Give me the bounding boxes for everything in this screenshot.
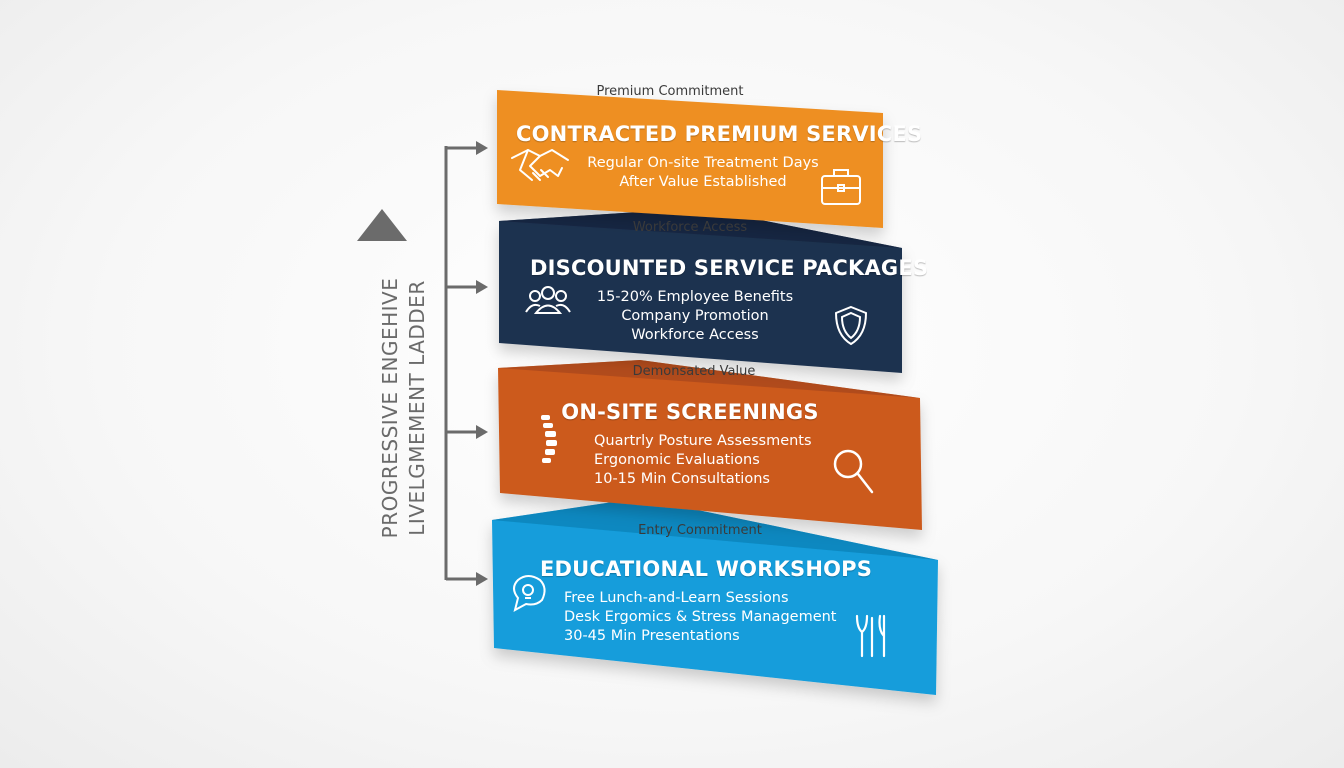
tier-2-line-2: Company Promotion <box>621 308 769 324</box>
spine-icon <box>541 415 557 463</box>
tier-4-line-1: Free Lunch-and-Learn Sessions <box>564 590 789 606</box>
ladder-bracket <box>444 141 488 586</box>
tier-tag-value: Demonsated Value <box>632 364 756 379</box>
ladder-vertical-label: PROGRESSIVE ENGEHIVE LIVELGMEMENT LADDER <box>374 278 434 539</box>
tier-2-title: DISCOUNTED SERVICE PACKAGES <box>530 256 929 280</box>
handshake-icon <box>511 149 569 181</box>
tier-3-text: ON-SITE SCREENINGS Quartrly Posture Asse… <box>560 400 820 489</box>
tier-2-line-3: Workforce Access <box>631 327 759 343</box>
tier-3-line-3: 10-15 Min Consultations <box>594 471 770 487</box>
people-group-icon <box>525 286 571 314</box>
tier-discounted-service-packages <box>499 208 902 373</box>
tier-2-text: DISCOUNTED SERVICE PACKAGES 15-20% Emplo… <box>530 256 929 345</box>
tier-1-line-2: After Value Established <box>619 174 787 190</box>
ladder-label-line-2: LIVELGMEMENT LADDER <box>405 280 429 536</box>
tier-1-line-1: Regular On-site Treatment Days <box>587 155 819 171</box>
tier-4-line-2: Desk Ergomics & Stress Management <box>564 609 837 625</box>
utensils-icon <box>855 614 886 658</box>
tier-on-site-screenings <box>498 360 922 530</box>
tier-tag-entry: Entry Commitment <box>638 523 762 538</box>
tier-3-line-1: Quartrly Posture Assessments <box>594 433 812 449</box>
upward-triangle-icon <box>357 209 407 241</box>
tier-1-text: CONTRACTED PREMIUM SERVICES Regular On-s… <box>516 122 923 192</box>
tier-tag-workforce: Workforce Access <box>632 220 748 235</box>
tier-1-title: CONTRACTED PREMIUM SERVICES <box>516 122 923 146</box>
tier-tag-premium: Premium Commitment <box>596 84 744 99</box>
head-speech-icon <box>513 575 546 612</box>
tier-3-title: ON-SITE SCREENINGS <box>561 400 819 424</box>
tier-2-line-1: 15-20% Employee Benefits <box>596 289 794 305</box>
magnifier-icon <box>833 449 874 494</box>
tier-educational-workshops <box>492 498 938 695</box>
ladder-label-line-1: PROGRESSIVE ENGEHIVE <box>378 277 402 539</box>
tier-4-line-3: 30-45 Min Presentations <box>564 628 740 644</box>
briefcase-icon <box>821 169 861 205</box>
tier-4-text: EDUCATIONAL WORKSHOPS Free Lunch-and-Lea… <box>540 557 873 646</box>
tier-4-title: EDUCATIONAL WORKSHOPS <box>540 557 873 581</box>
shield-icon <box>834 305 868 346</box>
tier-contracted-premium-services <box>497 90 883 228</box>
tier-3-line-2: Ergonomic Evaluations <box>594 452 760 468</box>
